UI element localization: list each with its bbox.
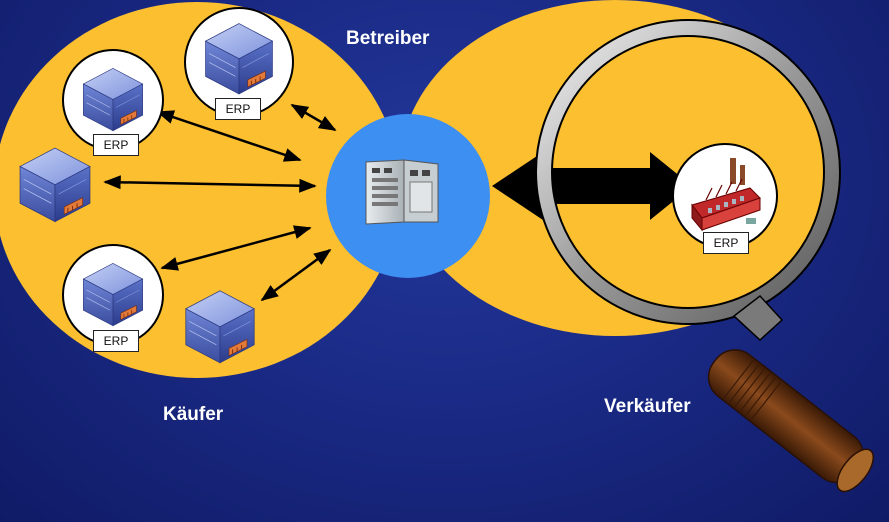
server-rack-icon — [365, 159, 439, 225]
arrow-buyer-3 — [103, 175, 317, 193]
arrow-buyer-4 — [160, 225, 312, 271]
erp-tag-buyer-2: ERP — [215, 98, 261, 120]
arrow-buyer-2 — [290, 103, 337, 132]
buyers-label: Käufer — [163, 404, 224, 425]
connection-arrows — [103, 103, 337, 302]
factory-icon — [691, 158, 761, 232]
arrow-buyer-1 — [156, 110, 302, 162]
arrow-buyer-5 — [260, 248, 332, 302]
erp-tag-seller: ERP — [703, 232, 749, 254]
operator-label: Betreiber — [346, 28, 430, 49]
erp-tag-buyer-3: ERP — [93, 330, 139, 352]
erp-tag-buyer-1: ERP — [93, 134, 139, 156]
seller-label: Verkäufer — [604, 396, 691, 417]
magnifying-glass-icon — [535, 19, 875, 493]
